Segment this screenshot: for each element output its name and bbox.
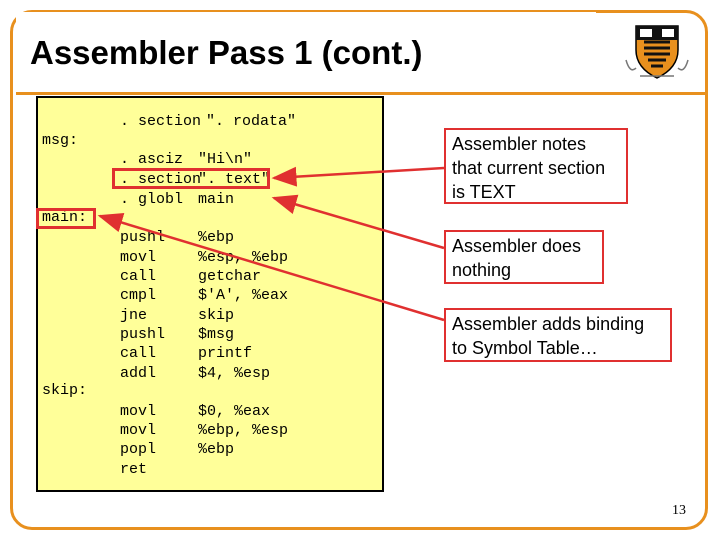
code-op: pushl [120,326,166,343]
label-skip: skip: [42,382,88,399]
code-arg: "Hi\n" [198,151,253,168]
code-op: popl [120,441,157,458]
code-arg: $msg [198,326,235,343]
arrow-to-section-text [271,166,445,187]
section-text-highlight [112,168,270,189]
label-msg: msg: [42,132,79,149]
code-arg: ". text" [198,171,271,188]
note-section-text: Assembler notes that current section is … [444,128,628,204]
code-op: jne [120,307,148,324]
code-arg: $'A', %eax [198,287,289,304]
code-op: . section [120,171,202,188]
code-op: . section [120,113,202,130]
code-arg: %ebp [198,229,235,246]
note-symbol-table: Assembler adds binding to Symbol Table… [444,308,672,362]
code-arg: %ebp [198,441,235,458]
code-op: addl [120,365,157,382]
slide-title: Assembler Pass 1 (cont.) [30,34,423,71]
note-does-nothing: Assembler does nothing [444,230,604,284]
code-op: movl [120,403,157,420]
code-op: ret [120,461,148,478]
code-arg: getchar [198,268,262,285]
code-op: . asciz [120,151,184,168]
code-panel [36,96,384,492]
arrow-to-main-label [97,212,445,322]
code-arg: $4, %esp [198,365,271,382]
title-area: Assembler Pass 1 (cont.) [16,12,596,84]
code-op: cmpl [120,287,157,304]
main-label-highlight [36,208,96,229]
slide-frame [10,10,708,530]
title-divider [16,92,706,95]
code-op: call [120,268,157,285]
code-arg: $0, %eax [198,403,271,420]
princeton-shield-icon [625,25,689,79]
label-main: main: [42,209,88,226]
code-arg: %ebp, %esp [198,422,289,439]
code-arg: skip [198,307,235,324]
code-arg: main [198,191,235,208]
code-arg: %esp, %ebp [198,249,289,266]
code-op: movl [120,249,157,266]
code-op: call [120,345,157,362]
code-op: movl [120,422,157,439]
code-op: . globl [120,191,184,208]
arrow-to-globl-main [271,194,445,250]
page-number: 13 [672,503,686,518]
code-arg: printf [198,345,253,362]
code-arg: ". rodata" [206,113,297,130]
